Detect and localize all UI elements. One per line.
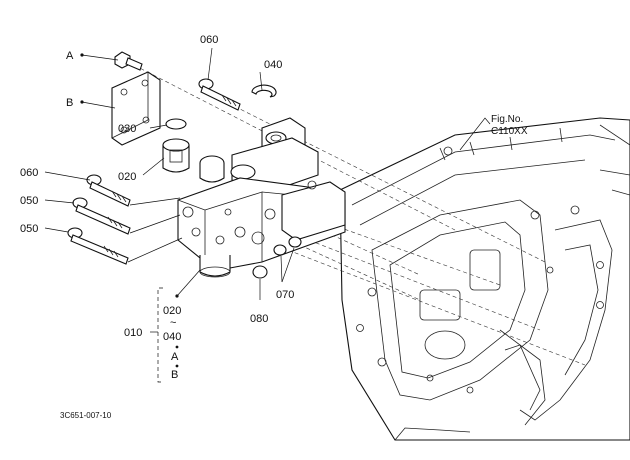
cover-plate-b-part [111,71,161,146]
drawing-code: 3C651-007-10 [60,411,112,420]
label-020: 020 [118,171,136,183]
figure-number-code: C110XX [491,126,528,137]
label-080: 080 [250,313,268,325]
valve-body-part [177,117,346,278]
label-range-tilde: ~ [170,317,176,329]
bolt-050-upper-part [72,197,131,235]
label-050-lower: 050 [20,223,38,235]
figure-number-label: Fig.No. [491,114,523,125]
label-060-left: 060 [20,167,38,179]
part-labels: A B 060 040 030 020 060 050 050 070 080 … [20,34,528,420]
label-range-top: 020 [163,305,181,317]
label-range-b: B [171,369,178,381]
bolt-a-part [114,51,143,71]
o-ring-030-part [165,118,187,130]
o-ring-070-b-part [288,236,302,248]
label-040: 040 [264,59,282,71]
o-ring-080-part [252,265,268,279]
o-ring-070-a-part [273,244,287,256]
transmission-housing [339,117,630,441]
label-010: 010 [124,327,142,339]
label-070: 070 [276,289,294,301]
bolt-060-top-part [198,78,241,111]
bolt-050-lower-part [67,227,129,265]
label-050-upper: 050 [20,195,38,207]
snap-ring-040-part [251,84,277,98]
label-b: B [66,97,73,109]
label-060-top: 060 [200,34,218,46]
bolt-060-left-part [86,174,131,207]
leader-lines [44,47,491,383]
label-030: 030 [118,123,136,135]
valve-020-part [162,138,190,173]
label-range-bottom: 040 [163,331,181,343]
label-range-a: A [171,351,179,363]
label-a: A [66,50,74,62]
